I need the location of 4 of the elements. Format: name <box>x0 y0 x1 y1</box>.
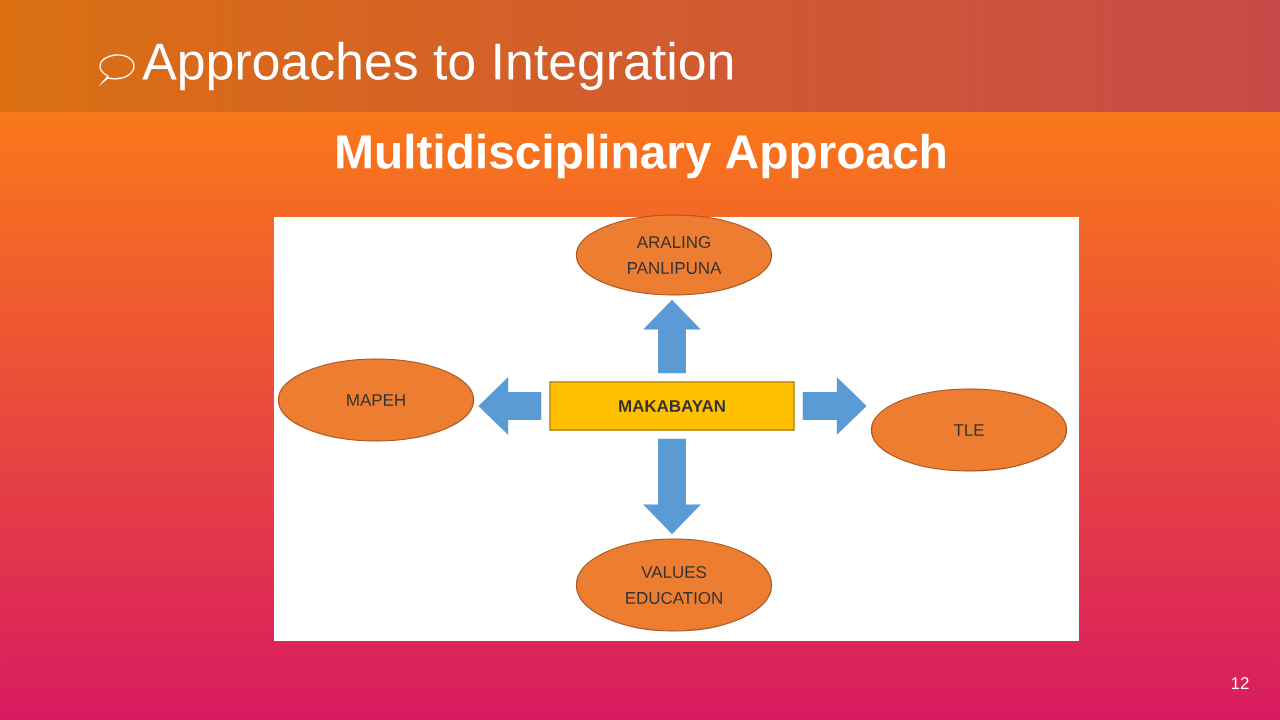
subtitle: Multidisciplinary Approach <box>337 133 945 179</box>
process-box: MAKABAYAN <box>549 381 795 431</box>
slide-title: Approaches to Integration <box>142 41 733 91</box>
page-number: 12 <box>1231 677 1249 689</box>
